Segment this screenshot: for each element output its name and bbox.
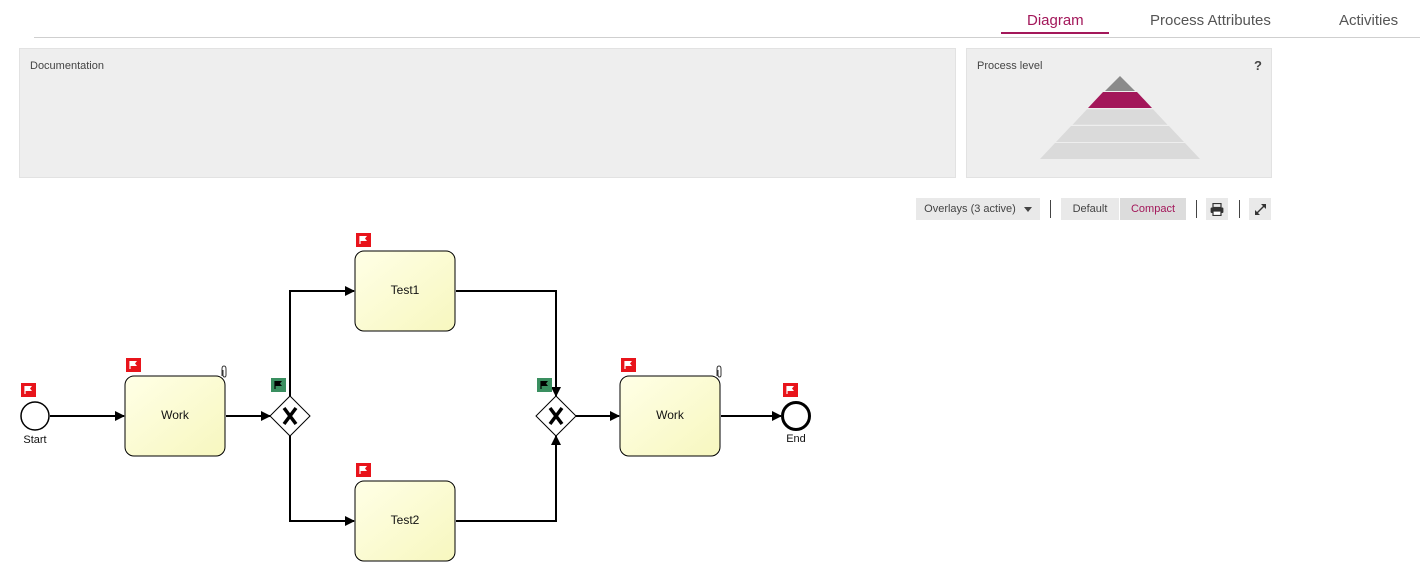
default-view-button[interactable]: Default — [1061, 198, 1119, 220]
toolbar-divider — [1239, 200, 1240, 218]
flag-icon[interactable] — [782, 382, 799, 398]
toolbar-divider — [1196, 200, 1197, 218]
end-event-label: End — [786, 433, 806, 445]
fullscreen-button[interactable] — [1249, 198, 1271, 220]
overlays-dropdown[interactable]: Overlays (3 active) — [916, 198, 1040, 220]
pyramid-level-1[interactable] — [1105, 76, 1135, 91]
start-event-label: Start — [23, 434, 47, 446]
flag-icon[interactable] — [20, 382, 37, 398]
flow-test2-join[interactable] — [456, 435, 561, 522]
documentation-label: Documentation — [30, 60, 104, 72]
attachment-icon[interactable] — [221, 365, 227, 378]
pyramid-level-5[interactable] — [1040, 143, 1200, 159]
tab-process-attributes[interactable]: Process Attributes — [1150, 12, 1271, 29]
tab-bar: Diagram Process Attributes Activities — [34, 0, 1420, 38]
print-button[interactable] — [1206, 198, 1228, 220]
toolbar-divider — [1050, 200, 1051, 218]
task-test2[interactable] — [354, 480, 456, 562]
documentation-panel: Documentation — [19, 48, 956, 178]
flag-icon[interactable] — [355, 232, 372, 248]
sequence-flows — [50, 286, 782, 526]
task-work-1[interactable] — [124, 375, 226, 457]
tab-diagram[interactable]: Diagram — [1027, 12, 1084, 29]
print-icon — [1210, 202, 1224, 216]
active-tab-indicator — [1001, 32, 1109, 34]
flag-icon[interactable] — [355, 462, 372, 478]
compact-view-button[interactable]: Compact — [1120, 198, 1186, 220]
pyramid-level-3[interactable] — [1071, 108, 1169, 126]
overlays-label: Overlays (3 active) — [924, 203, 1016, 215]
task-test1[interactable] — [354, 250, 456, 332]
process-level-pyramid — [1040, 76, 1200, 159]
flag-icon[interactable] — [125, 357, 142, 373]
pyramid-level-4[interactable] — [1056, 126, 1184, 142]
gateway-x-icon — [548, 406, 564, 426]
tab-activities[interactable]: Activities — [1339, 12, 1399, 29]
flag-icon[interactable] — [620, 357, 637, 373]
flow-test1-join[interactable] — [456, 290, 561, 397]
process-level-label: Process level — [977, 60, 1043, 72]
flag-icon[interactable] — [270, 377, 287, 393]
help-icon[interactable]: ? — [1254, 58, 1262, 73]
flow-gateway-test2[interactable] — [289, 436, 355, 526]
chevron-down-icon — [1023, 206, 1032, 212]
attachment-icon[interactable] — [716, 365, 722, 378]
process-level-panel: Process level ? — [966, 48, 1272, 178]
flag-icon[interactable] — [536, 377, 553, 393]
end-event[interactable] — [781, 401, 811, 431]
expand-icon — [1254, 203, 1266, 215]
start-event[interactable] — [20, 401, 50, 431]
pyramid-level-2[interactable] — [1088, 92, 1152, 108]
flow-gateway-test1[interactable] — [289, 286, 355, 396]
gateway-x-icon — [282, 406, 298, 426]
task-work-2[interactable] — [619, 375, 721, 457]
